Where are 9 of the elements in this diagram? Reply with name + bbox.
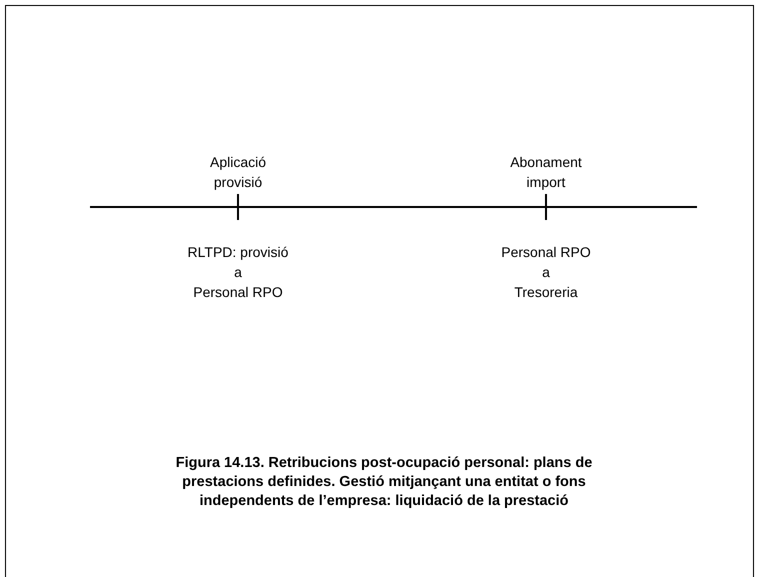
entry-label: Personal RPO <box>192 283 284 302</box>
entry-label: Tresoreria <box>513 283 579 302</box>
entry-label: Personal RPO <box>500 243 592 262</box>
figure-caption: Figura 14.13. Retribucions post-ocupació personal: plans de prestacions definides. Gestió mitjançant una entitat o fons independents de l’empresa: liquidació de la prestació <box>174 454 594 511</box>
entry-label: RLTPD: provisió <box>186 243 290 262</box>
event-label: Abonament import <box>509 153 583 192</box>
event-label: Aplicació provisió <box>208 153 268 192</box>
entry-label: a <box>541 263 551 282</box>
entry-label: a <box>233 263 243 282</box>
